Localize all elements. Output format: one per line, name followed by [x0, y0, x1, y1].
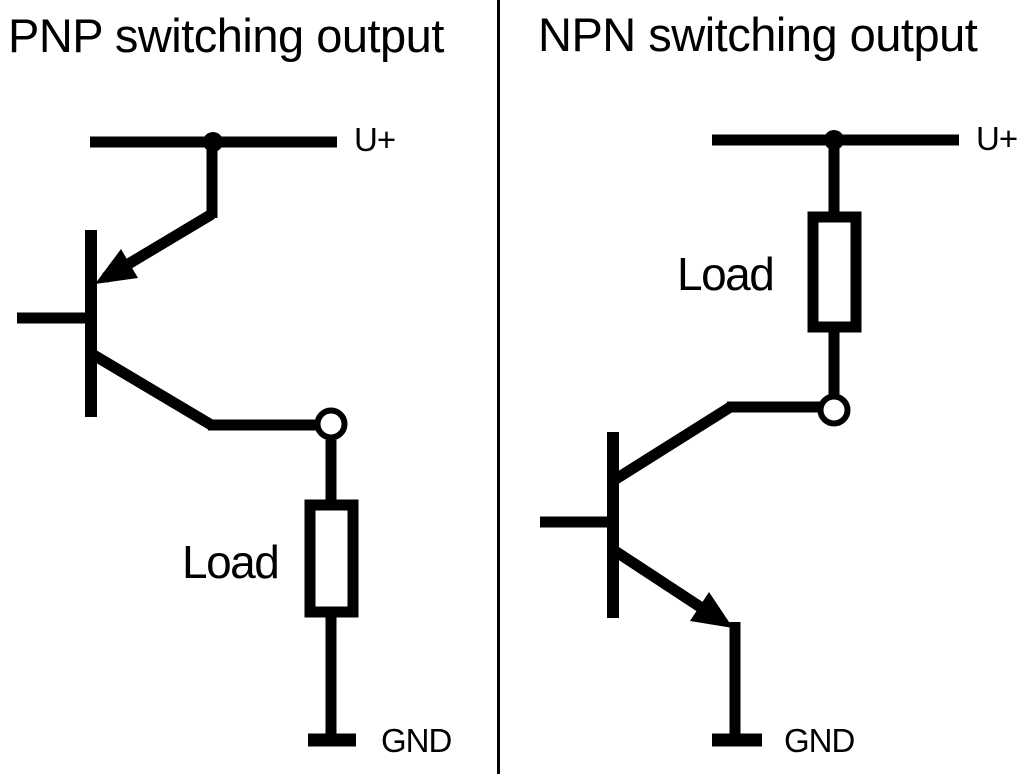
npn-load-resistor: [807, 211, 862, 333]
pnp-panel-title: PNP switching output: [8, 9, 444, 62]
npn-panel-title: NPN switching output: [538, 8, 978, 61]
pnp-collector-wire-diagonal: [89, 349, 216, 431]
npn-emitter-arrow-icon: [690, 592, 733, 628]
npn-load-label: Load: [677, 248, 775, 300]
pnp-load-resistor: [304, 499, 359, 618]
npn-emitter-wire-diagonal: [611, 546, 718, 621]
pnp-supply-label: U+: [354, 121, 396, 158]
pnp-emitter-arrow-icon: [95, 249, 138, 284]
pnp-output-node: [314, 407, 348, 441]
npn-circuit: [540, 130, 959, 747]
npn-collector-wire-diagonal: [613, 401, 735, 484]
pnp-ground-label: GND: [381, 722, 452, 759]
pnp-load-label: Load: [182, 536, 280, 588]
npn-output-node: [817, 393, 851, 427]
npn-supply-label: U+: [976, 120, 1018, 157]
npn-ground-label: GND: [784, 722, 855, 759]
pnp-circuit: [17, 132, 359, 747]
